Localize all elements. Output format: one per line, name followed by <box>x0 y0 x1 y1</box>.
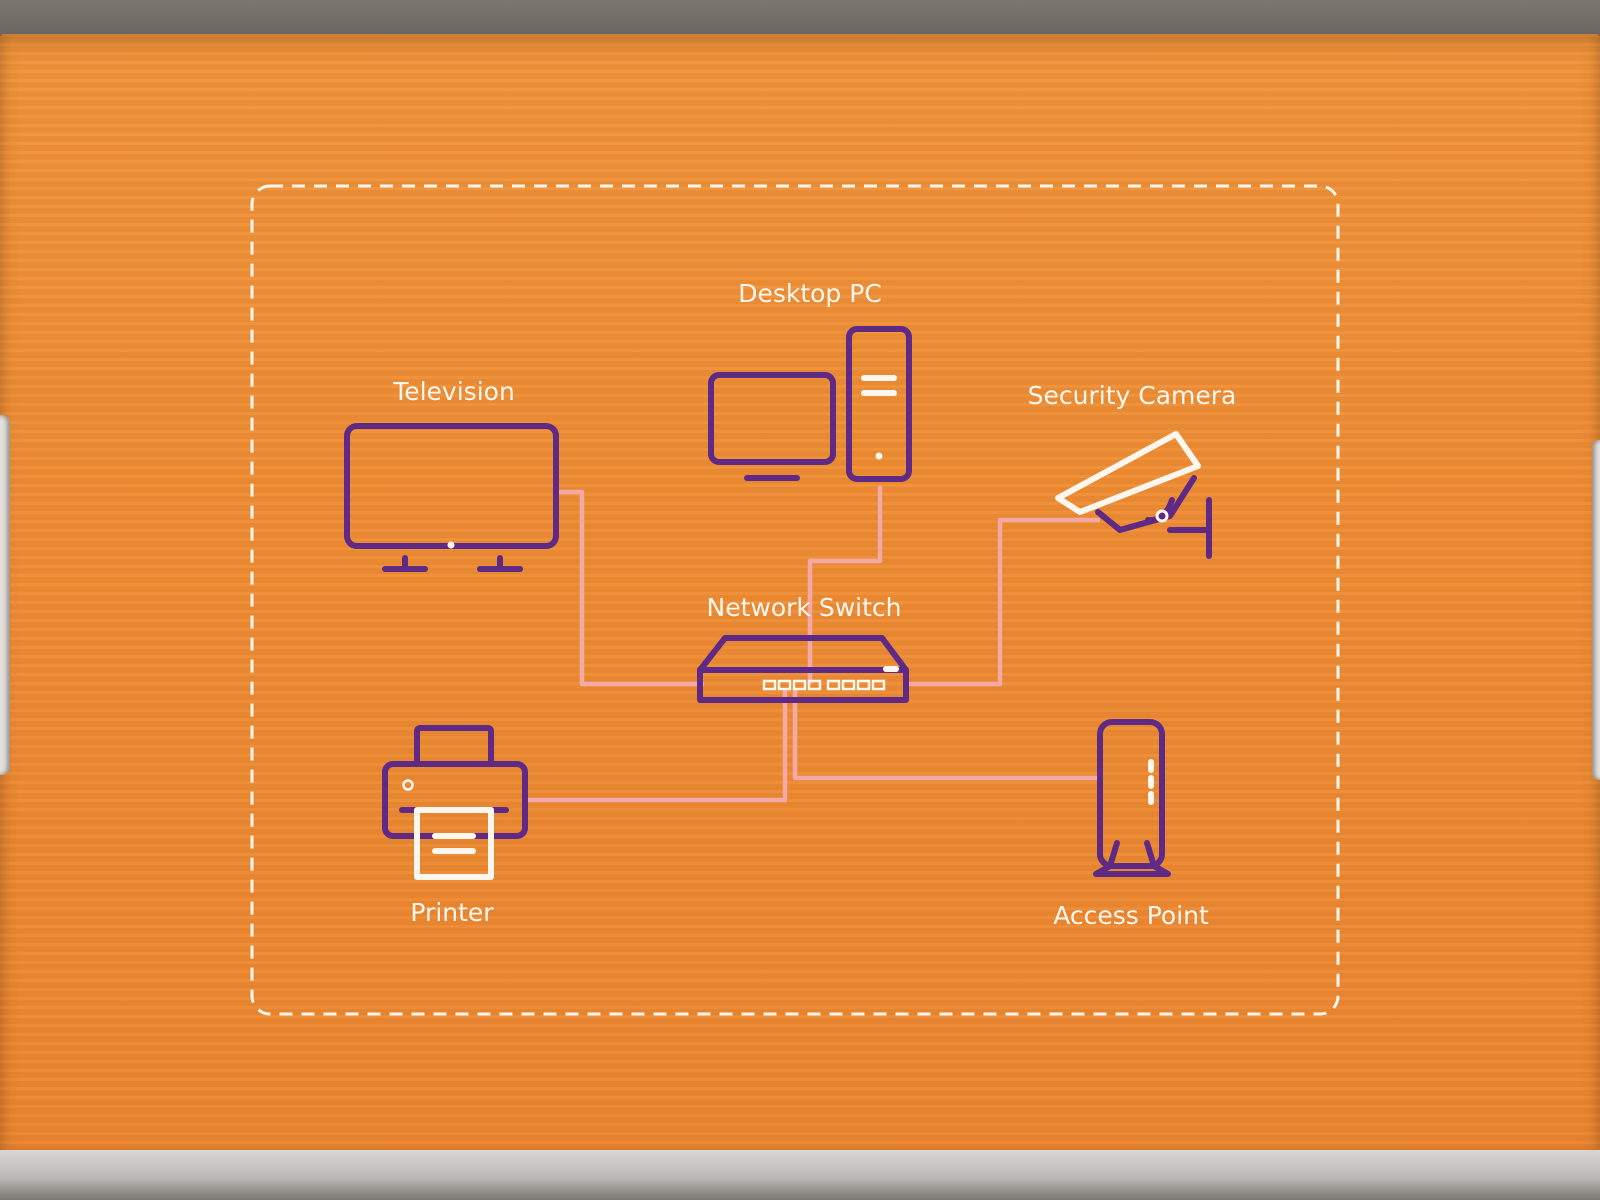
orange-box-panel <box>0 34 1600 1158</box>
security-camera-icon <box>1055 431 1212 559</box>
label-printer: Printer <box>410 898 494 927</box>
label-television: Television <box>392 377 515 406</box>
box-handle-left <box>0 415 10 775</box>
access-point-icon <box>1093 719 1171 877</box>
label-network-switch: Network Switch <box>707 593 902 622</box>
box-handle-right <box>1592 440 1600 780</box>
cables <box>527 486 1100 803</box>
cable-desktop-pc <box>807 486 883 684</box>
cable-security-camera <box>906 517 1100 687</box>
cable-television <box>556 489 704 687</box>
dashed-frame <box>250 184 1340 1016</box>
cable-access-point <box>792 690 1098 781</box>
label-desktop-pc: Desktop PC <box>738 279 882 308</box>
printer-icon <box>382 725 528 880</box>
cable-printer <box>527 690 788 803</box>
label-access-point: Access Point <box>1053 901 1209 930</box>
television-icon <box>344 423 559 572</box>
box-bottom-edge <box>0 1150 1600 1200</box>
network-switch-icon <box>697 635 909 703</box>
desktop-pc-icon <box>708 326 912 482</box>
label-security-camera: Security Camera <box>1028 381 1237 410</box>
